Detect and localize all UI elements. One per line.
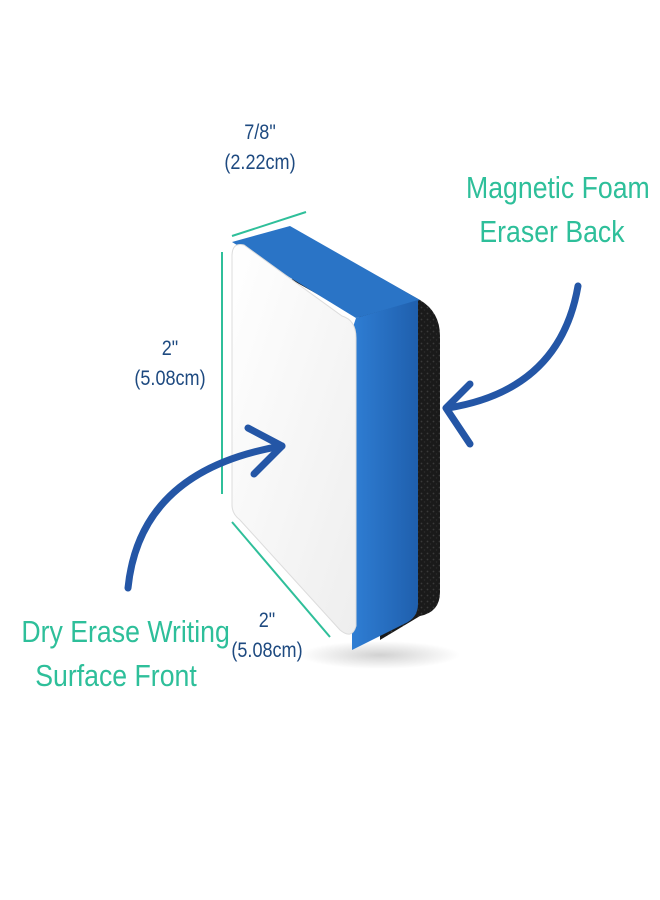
- foam-top: [232, 226, 420, 318]
- foam-side: [352, 300, 418, 650]
- width-inches: 2": [258, 609, 276, 632]
- width-cm: (5.08cm): [231, 639, 303, 662]
- width-label: 2" (5.08cm): [220, 606, 315, 666]
- depth-label: 7/8" (2.22cm): [213, 118, 308, 178]
- back-callout-line1: Magnetic Foam: [466, 170, 650, 205]
- back-callout: Magnetic Foam Eraser Back: [466, 166, 650, 254]
- height-cm: (5.08cm): [134, 367, 206, 390]
- writing-surface: [231, 244, 357, 635]
- depth-cm: (2.22cm): [224, 151, 296, 174]
- front-callout-line2: Surface Front: [35, 658, 197, 693]
- front-callout-line1: Dry Erase Writing: [21, 614, 230, 649]
- height-label: 2" (5.08cm): [123, 334, 218, 394]
- depth-dimension-line: [231, 211, 307, 237]
- curved-arrow-icon: [124, 424, 286, 592]
- curved-arrow-icon: [442, 282, 582, 448]
- width-dimension-line: [231, 521, 331, 638]
- ground-shadow: [300, 641, 460, 669]
- height-inches: 2": [161, 337, 179, 360]
- depth-inches: 7/8": [244, 121, 276, 144]
- front-callout: Dry Erase Writing Surface Front: [21, 610, 230, 698]
- back-callout-line2: Eraser Back: [479, 214, 625, 249]
